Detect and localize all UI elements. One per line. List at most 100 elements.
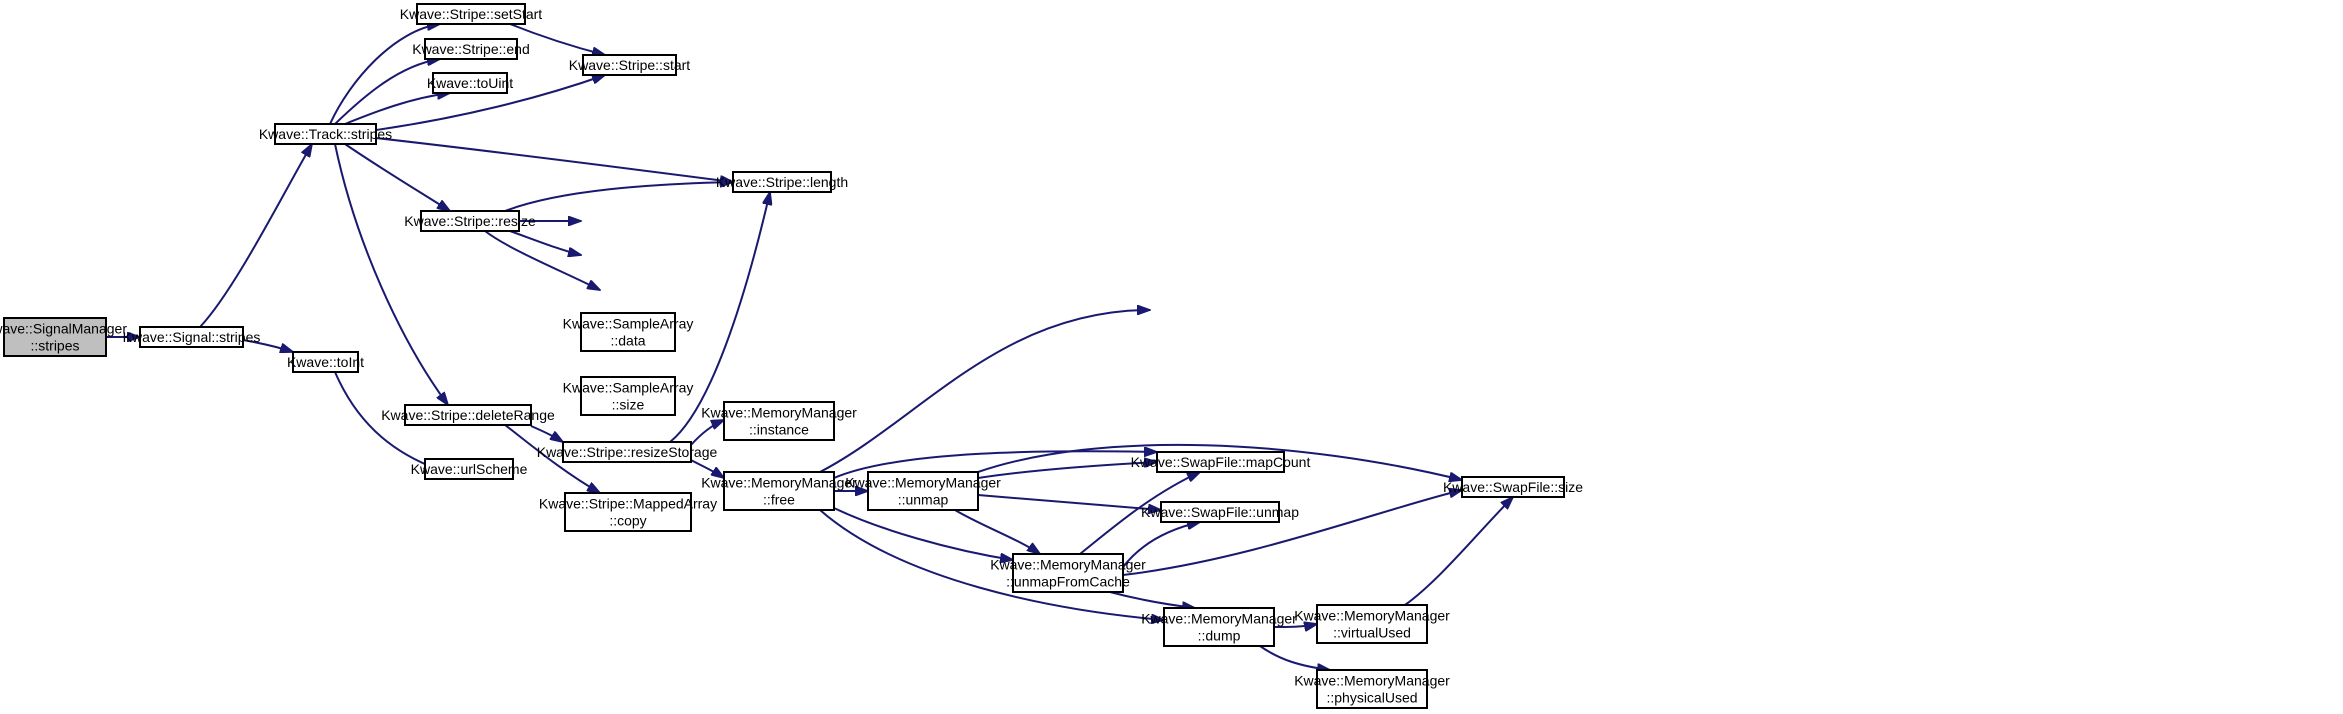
node-label: Kwave::Stripe::end <box>412 41 530 57</box>
node-memorymanager-unmapfromcache[interactable]: Kwave::MemoryManager::unmapFromCache <box>990 553 1146 593</box>
node-memorymanager-unmap[interactable]: Kwave::MemoryManager::unmap <box>845 471 1001 511</box>
edge-memorymanager_unmapfromcache-to-swapfile_unmap <box>1122 522 1200 568</box>
node-label: Kwave::Stripe::resize <box>404 213 536 229</box>
edge-stripe_resize-to-stripe_resizestorage <box>484 230 600 290</box>
node-box[interactable] <box>292 351 359 373</box>
edge-memorymanager_unmapfromcache-to-swapfile_size <box>1122 490 1462 576</box>
node-stripe-resize[interactable]: Kwave::Stripe::resize <box>404 210 536 232</box>
edge-line <box>977 462 1157 479</box>
node-box[interactable] <box>274 123 377 145</box>
node-label: Kwave::Stripe::resizeStorage <box>537 444 718 460</box>
node-signalmanager-stripes[interactable]: Kwave::SignalManager::stripes <box>0 317 127 357</box>
node-label: ::instance <box>749 422 809 438</box>
edge-line <box>1404 497 1513 606</box>
edge-line <box>1079 472 1200 555</box>
node-samplearray-size[interactable]: Kwave::SampleArray::size <box>563 376 694 416</box>
edge-stripe_resizestorage-to-stripe_length <box>669 192 770 443</box>
node-box[interactable] <box>1461 476 1565 498</box>
node-label: ::unmap <box>898 492 949 508</box>
node-stripe-end[interactable]: Kwave::Stripe::end <box>412 38 530 60</box>
node-memorymanager-dump[interactable]: Kwave::MemoryManager::dump <box>1141 607 1297 647</box>
node-stripe-setstart[interactable]: Kwave::Stripe::setStart <box>400 3 543 25</box>
node-box[interactable] <box>1012 553 1124 593</box>
node-label: Kwave::Track::stripes <box>259 126 392 142</box>
node-memorymanager-virtualused[interactable]: Kwave::MemoryManager::virtualUsed <box>1294 604 1450 644</box>
node-toint[interactable]: Kwave::toInt <box>287 351 364 373</box>
node-box[interactable] <box>424 458 514 480</box>
node-label: ::virtualUsed <box>1333 625 1411 641</box>
edge-memorymanager_unmapfromcache-to-swapfile_mapcount <box>1079 472 1200 555</box>
node-urlscheme[interactable]: Kwave::urlScheme <box>411 458 528 480</box>
node-label: Kwave::MemoryManager <box>1294 673 1450 689</box>
node-label: Kwave::SwapFile::unmap <box>1141 504 1299 520</box>
node-label: Kwave::SampleArray <box>563 380 694 396</box>
node-box[interactable] <box>562 441 692 463</box>
edge-signal_stripes-to-toint <box>242 339 293 352</box>
edge-track_stripes-to-stripe_resize <box>344 143 450 211</box>
node-box[interactable] <box>1316 604 1428 644</box>
node-box[interactable] <box>732 171 832 193</box>
node-stripe-length[interactable]: Kwave::Stripe::length <box>716 171 848 193</box>
edge-memorymanager_unmap-to-swapfile_size <box>977 443 1462 480</box>
node-swapfile-size[interactable]: Kwave::SwapFile::size <box>1443 476 1583 498</box>
node-memorymanager-physicalused[interactable]: Kwave::MemoryManager::physicalUsed <box>1294 669 1450 709</box>
node-label: Kwave::Stripe::setStart <box>400 6 543 22</box>
edge-line <box>833 451 1157 479</box>
edge-line <box>530 425 563 442</box>
node-box[interactable] <box>420 210 520 232</box>
edge-memorymanager_unmap-to-memorymanager_unmapfromcache <box>954 509 1040 554</box>
edge-line <box>690 420 724 446</box>
edge-line <box>1273 624 1317 627</box>
node-label: ::copy <box>609 513 646 529</box>
edge-memorymanager_free-to-swapfile_mapcount <box>833 451 1157 479</box>
node-box[interactable] <box>1163 607 1275 647</box>
node-label: Kwave::SignalManager <box>0 321 127 337</box>
node-label: ::physicalUsed <box>1326 690 1417 706</box>
node-box[interactable] <box>723 471 835 511</box>
node-box[interactable] <box>580 312 676 352</box>
edge-line <box>977 443 1462 480</box>
edge-memorymanager_unmap-to-swapfile_unmap <box>977 494 1161 510</box>
node-swapfile-unmap[interactable]: Kwave::SwapFile::unmap <box>1141 501 1299 523</box>
edge-track_stripes-to-stripe_length <box>375 137 733 182</box>
node-label: Kwave::Signal::stripes <box>123 329 261 345</box>
node-stripe-deleterange[interactable]: Kwave::Stripe::deleteRange <box>381 404 555 426</box>
edge-memorymanager_unmap-to-swapfile_mapcount <box>977 462 1157 479</box>
node-label: Kwave::urlScheme <box>411 461 528 477</box>
node-box[interactable] <box>582 54 677 76</box>
node-mappedarray-copy[interactable]: Kwave::Stripe::MappedArray::copy <box>539 492 717 532</box>
node-box[interactable] <box>424 38 518 60</box>
node-box[interactable] <box>1160 501 1280 523</box>
node-box[interactable] <box>1156 451 1285 473</box>
nodes-layer: Kwave::SignalManager::stripesKwave::Sign… <box>0 3 1583 709</box>
node-box[interactable] <box>723 401 835 441</box>
node-box[interactable] <box>416 3 526 25</box>
node-label: Kwave::Stripe::length <box>716 174 848 190</box>
edge-line <box>819 509 1164 620</box>
edge-line <box>819 310 1150 473</box>
node-swapfile-mapcount[interactable]: Kwave::SwapFile::mapCount <box>1131 451 1311 473</box>
node-track-stripes[interactable]: Kwave::Track::stripes <box>259 123 392 145</box>
node-box[interactable] <box>564 492 692 532</box>
node-signal-stripes[interactable]: Kwave::Signal::stripes <box>123 326 261 348</box>
node-box[interactable] <box>867 471 979 511</box>
node-label: Kwave::MemoryManager <box>701 405 857 421</box>
edge-track_stripes-to-stripe_setstart <box>329 24 440 125</box>
edge-line <box>329 24 440 125</box>
node-label: Kwave::MemoryManager <box>1294 608 1450 624</box>
node-memorymanager-free[interactable]: Kwave::MemoryManager::free <box>701 471 857 511</box>
node-box[interactable] <box>404 404 532 426</box>
node-box[interactable] <box>139 326 244 348</box>
node-stripe-start[interactable]: Kwave::Stripe::start <box>569 54 690 76</box>
node-stripe-resizestorage[interactable]: Kwave::Stripe::resizeStorage <box>537 441 718 463</box>
node-box[interactable] <box>3 317 107 357</box>
node-memorymanager-instance[interactable]: Kwave::MemoryManager::instance <box>701 401 857 441</box>
node-samplearray-data[interactable]: Kwave::SampleArray::data <box>563 312 694 352</box>
node-box[interactable] <box>580 376 676 416</box>
node-touint[interactable]: Kwave::toUint <box>427 72 513 94</box>
node-box[interactable] <box>432 72 508 94</box>
edge-line <box>375 74 605 131</box>
node-box[interactable] <box>1316 669 1428 709</box>
edge-line <box>1259 645 1330 670</box>
